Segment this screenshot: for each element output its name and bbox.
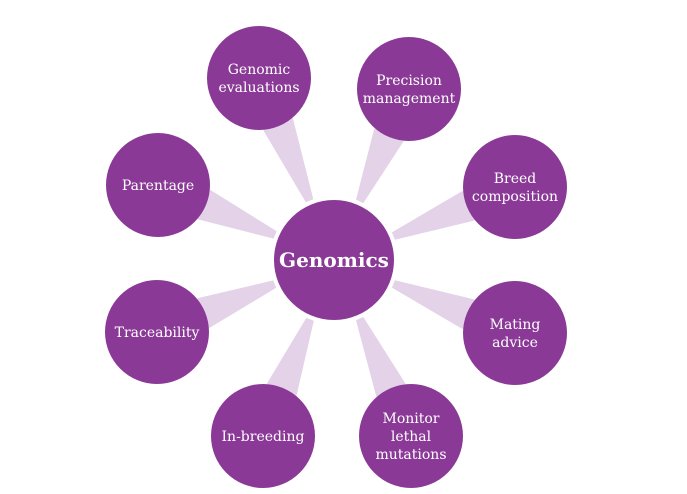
center-label: Genomics	[279, 248, 389, 272]
connector-traceability	[197, 280, 277, 328]
node-circle	[357, 37, 461, 141]
node-label-line: composition	[472, 189, 558, 205]
node-label-line: In-breeding	[222, 429, 305, 445]
node-circle	[106, 133, 210, 237]
node-label-line: evaluations	[218, 80, 299, 96]
node-label-line: advice	[492, 335, 538, 351]
connector-monitor-lethal-mutations	[356, 317, 406, 397]
node-label-line: mutations	[376, 447, 447, 463]
node-genomic-evaluations: Genomic evaluations	[207, 26, 311, 130]
node-circle	[211, 384, 315, 488]
node-label-line: Genomic	[228, 62, 291, 78]
connector-genomic-evaluations	[263, 118, 314, 203]
node-circle	[207, 26, 311, 130]
node-parentage: Parentage	[106, 133, 210, 237]
connector-mating-advice	[391, 280, 475, 330]
node-circle	[463, 135, 567, 239]
center-node: Genomics	[274, 200, 394, 320]
node-label-line: lethal	[391, 429, 432, 445]
node-circle	[105, 280, 209, 384]
outer-nodes: Genomic evaluations Precision managementBre…	[105, 26, 567, 488]
node-monitor-lethal-mutations: Monitor lethal mutations	[359, 384, 463, 488]
node-circle	[463, 281, 567, 385]
connector-parentage	[197, 189, 277, 239]
connector-breed-composition	[391, 190, 475, 240]
node-label-line: Monitor	[382, 411, 439, 427]
node-circle	[359, 384, 463, 488]
node-label-line: management	[363, 91, 456, 107]
node-label-line: Breed	[494, 171, 537, 187]
connectors	[197, 118, 475, 397]
node-label-line: Mating	[490, 317, 541, 333]
node-breed-composition: Breed composition	[463, 135, 567, 239]
node-label-line: Parentage	[122, 178, 194, 194]
connector-precision-management	[356, 128, 404, 203]
node-mating-advice: Mating advice	[463, 281, 567, 385]
node-in-breeding: In-breeding	[211, 384, 315, 488]
node-traceability: Traceability	[105, 280, 209, 384]
connector-in-breeding	[266, 317, 314, 396]
node-label-line: Traceability	[115, 325, 200, 341]
center-circle	[274, 200, 394, 320]
node-label-line: Precision	[376, 73, 442, 89]
node-precision-management: Precision management	[357, 37, 461, 141]
